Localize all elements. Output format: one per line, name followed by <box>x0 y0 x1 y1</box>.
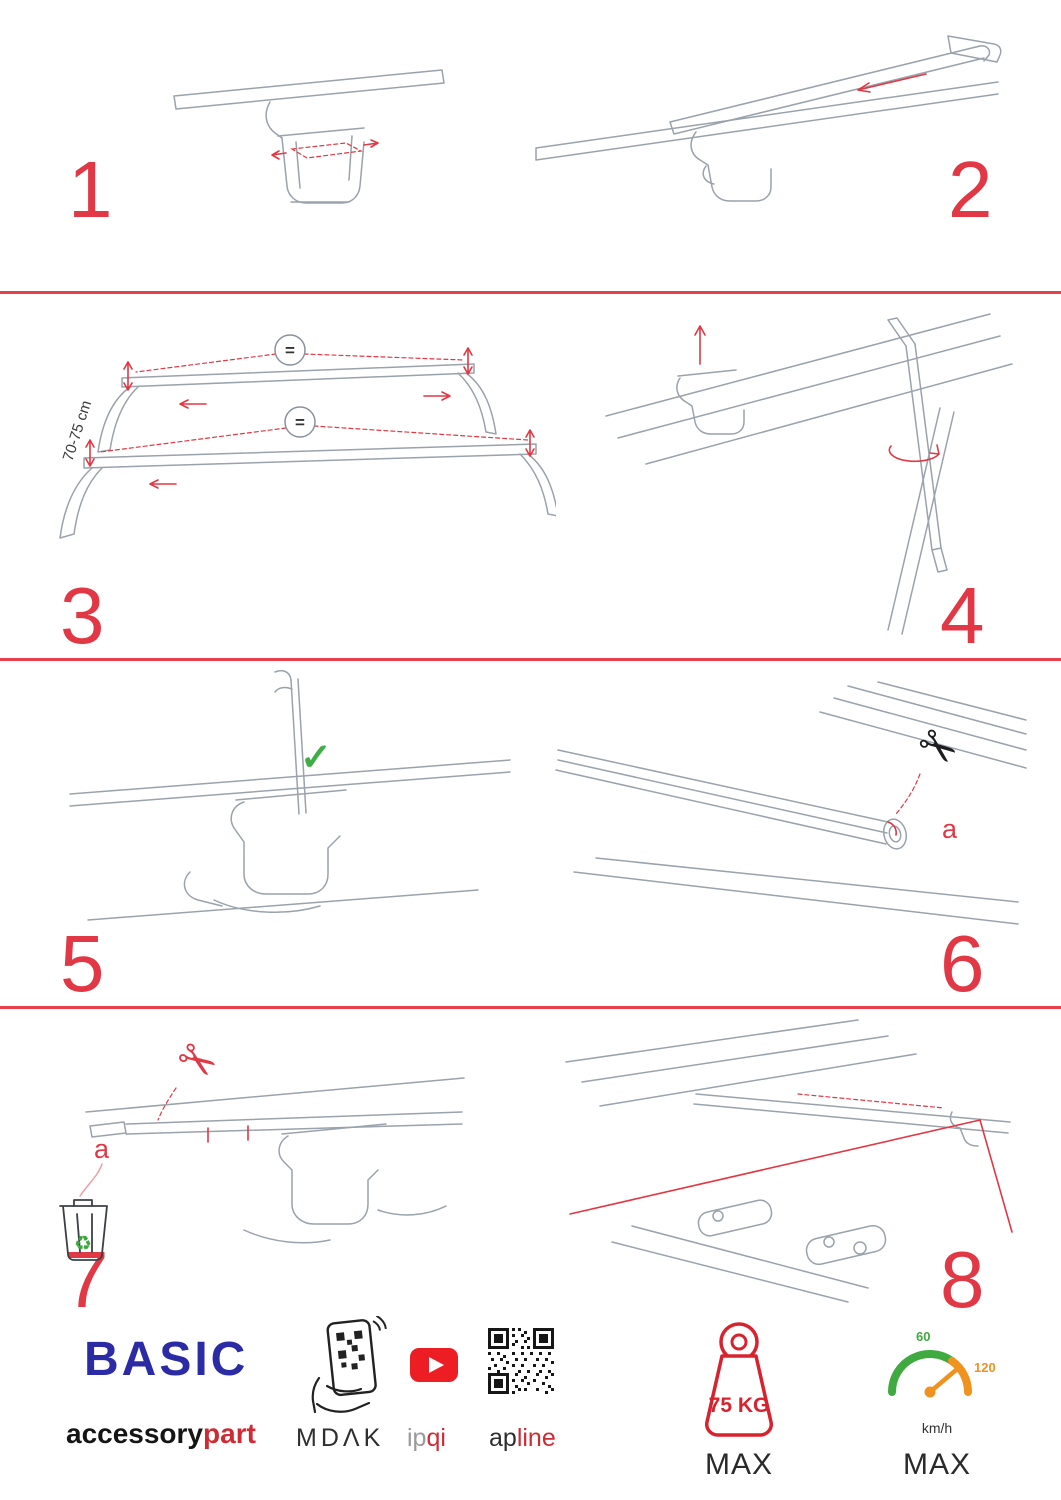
accessorypart-wordmark: accessorypart <box>66 1418 256 1450</box>
step-2-illustration <box>535 35 1002 202</box>
apline-label: apline <box>489 1424 556 1453</box>
step-3-illustration: = = 70-75 cm <box>59 334 556 539</box>
step-8-number: 8 <box>940 1235 985 1324</box>
brand-part: part <box>203 1418 256 1449</box>
max-speed-label: MAX <box>902 1448 971 1481</box>
two-crossbars-drawing <box>59 363 556 539</box>
cut-marks: a <box>887 773 958 844</box>
alignment-guides <box>569 1093 1013 1233</box>
mdak-label: MDΛK <box>296 1424 385 1452</box>
step-6-number: 6 <box>940 919 985 1008</box>
step-7-number: 7 <box>64 1235 109 1324</box>
scissors-icon: ✂ <box>907 715 969 780</box>
step-5-number: 5 <box>60 919 105 1008</box>
apline-dark: ap <box>489 1424 517 1452</box>
max-load-value: 75 KG <box>709 1394 770 1417</box>
slide-direction-arrow <box>857 73 927 93</box>
brand-accessory: accessory <box>66 1418 204 1449</box>
strip-and-clamp-drawing <box>85 1077 465 1244</box>
trash-bin-icon <box>59 1199 108 1261</box>
scissors-icon: ✂ <box>166 1029 227 1094</box>
step-8-illustration <box>565 1019 1013 1303</box>
step-7-illustration: ♻ ✂ a <box>59 1029 465 1261</box>
speed-unit-label: km/h <box>921 1420 953 1436</box>
step-6-illustration: ✂ a <box>555 681 1027 925</box>
insert-and-turn-arrows <box>694 325 940 463</box>
step-3-number: 3 <box>60 571 105 660</box>
speed-tick-120: 120 <box>974 1360 996 1375</box>
rubber-pad-highlight <box>271 139 379 160</box>
step-4-number: 4 <box>940 571 985 660</box>
bar-end-drawing <box>555 681 1027 925</box>
ipqi-red: qi <box>426 1424 446 1452</box>
step-1-number: 1 <box>68 145 113 234</box>
step-5-illustration: ✓ <box>69 669 511 921</box>
cut-label-a: a <box>942 814 958 844</box>
speed-tick-60: 60 <box>916 1329 930 1344</box>
section-divider <box>0 291 1061 294</box>
roof-and-hex-key-drawing <box>605 313 1013 635</box>
ipqi-label: ipqi <box>407 1424 446 1453</box>
equal-spacing-marks: = = <box>85 334 535 489</box>
section-divider <box>0 658 1061 661</box>
check-icon: ✓ <box>300 737 332 779</box>
youtube-icon <box>410 1348 458 1382</box>
recycle-icon: ♻ <box>74 1233 92 1255</box>
ipqi-gray: ip <box>407 1424 427 1452</box>
roof-rail-drawing <box>173 69 445 204</box>
mounted-bar-drawing <box>565 1019 1011 1303</box>
cut-label-a: a <box>94 1134 110 1164</box>
section-divider <box>0 1006 1061 1009</box>
crossbar-drawing <box>535 35 1002 202</box>
speedometer-icon: 60 120 <box>888 1329 996 1398</box>
step-4-illustration <box>605 313 1013 635</box>
max-load-icon: 75 KG <box>705 1322 773 1437</box>
step-1-illustration <box>173 69 445 204</box>
basic-logo: BASIC <box>84 1333 249 1386</box>
clamp-rod-drawing <box>69 669 511 921</box>
cut-marks: a <box>79 1087 249 1197</box>
step-2-number: 2 <box>948 145 993 234</box>
equals-badge: = <box>295 413 305 432</box>
phone-qr-scan-icon <box>311 1316 387 1414</box>
apline-red: line <box>516 1424 556 1452</box>
qr-code <box>488 1328 554 1394</box>
equals-badge: = <box>285 341 295 360</box>
max-load-label: MAX <box>704 1448 773 1481</box>
